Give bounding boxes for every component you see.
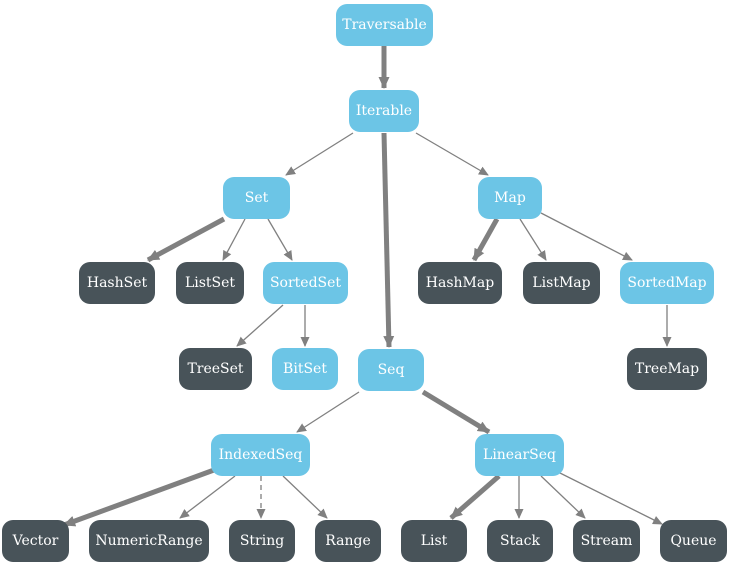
edge-set-sortedset: [267, 218, 293, 261]
node-indexedseq: IndexedSeq: [211, 434, 310, 476]
node-stack: Stack: [487, 520, 553, 562]
edge-map-listmap: [519, 218, 547, 261]
edge-seq-linearseq: [421, 389, 491, 435]
node-list: List: [401, 520, 467, 562]
edge-iterable-seq: [381, 132, 395, 348]
edge-indexedseq-numericrange: [179, 475, 236, 519]
edge-iterable-map: [415, 132, 489, 176]
node-seq: Seq: [358, 349, 424, 391]
node-vector: Vector: [2, 520, 69, 562]
edge-sortedset-treeset: [236, 304, 284, 347]
edge-iterable-set: [285, 132, 354, 176]
node-traversable: Traversable: [336, 4, 433, 46]
edge-set-listset: [222, 218, 246, 261]
node-linearseq: LinearSeq: [475, 434, 564, 476]
edge-indexedseq-range: [282, 475, 328, 519]
node-map: Map: [478, 177, 542, 219]
node-listset: ListSet: [176, 262, 244, 304]
node-hashset: HashSet: [79, 262, 155, 304]
node-set: Set: [223, 177, 290, 219]
edge-indexedseq-vector: [63, 467, 215, 528]
node-iterable: Iterable: [349, 90, 419, 132]
node-string: String: [229, 520, 295, 562]
node-treeset: TreeSet: [179, 348, 252, 390]
node-treemap: TreeMap: [627, 348, 707, 390]
node-stream: Stream: [573, 520, 640, 562]
node-queue: Queue: [660, 520, 727, 562]
node-listmap: ListMap: [523, 262, 600, 304]
edge-linearseq-stream: [540, 475, 586, 519]
edge-map-hashmap: [471, 217, 500, 262]
edge-seq-indexedseq: [296, 391, 360, 433]
edge-linearseq-list: [449, 474, 501, 520]
edge-map-sortedmap: [540, 212, 633, 261]
node-numericrange: NumericRange: [89, 520, 209, 562]
node-range: Range: [315, 520, 381, 562]
node-sortedmap: SortedMap: [620, 262, 714, 304]
node-bitset: BitSet: [272, 348, 338, 390]
node-hashmap: HashMap: [418, 262, 502, 304]
edge-set-hashset: [146, 216, 226, 263]
node-sortedset: SortedSet: [263, 262, 348, 304]
edge-linearseq-queue: [557, 471, 663, 525]
